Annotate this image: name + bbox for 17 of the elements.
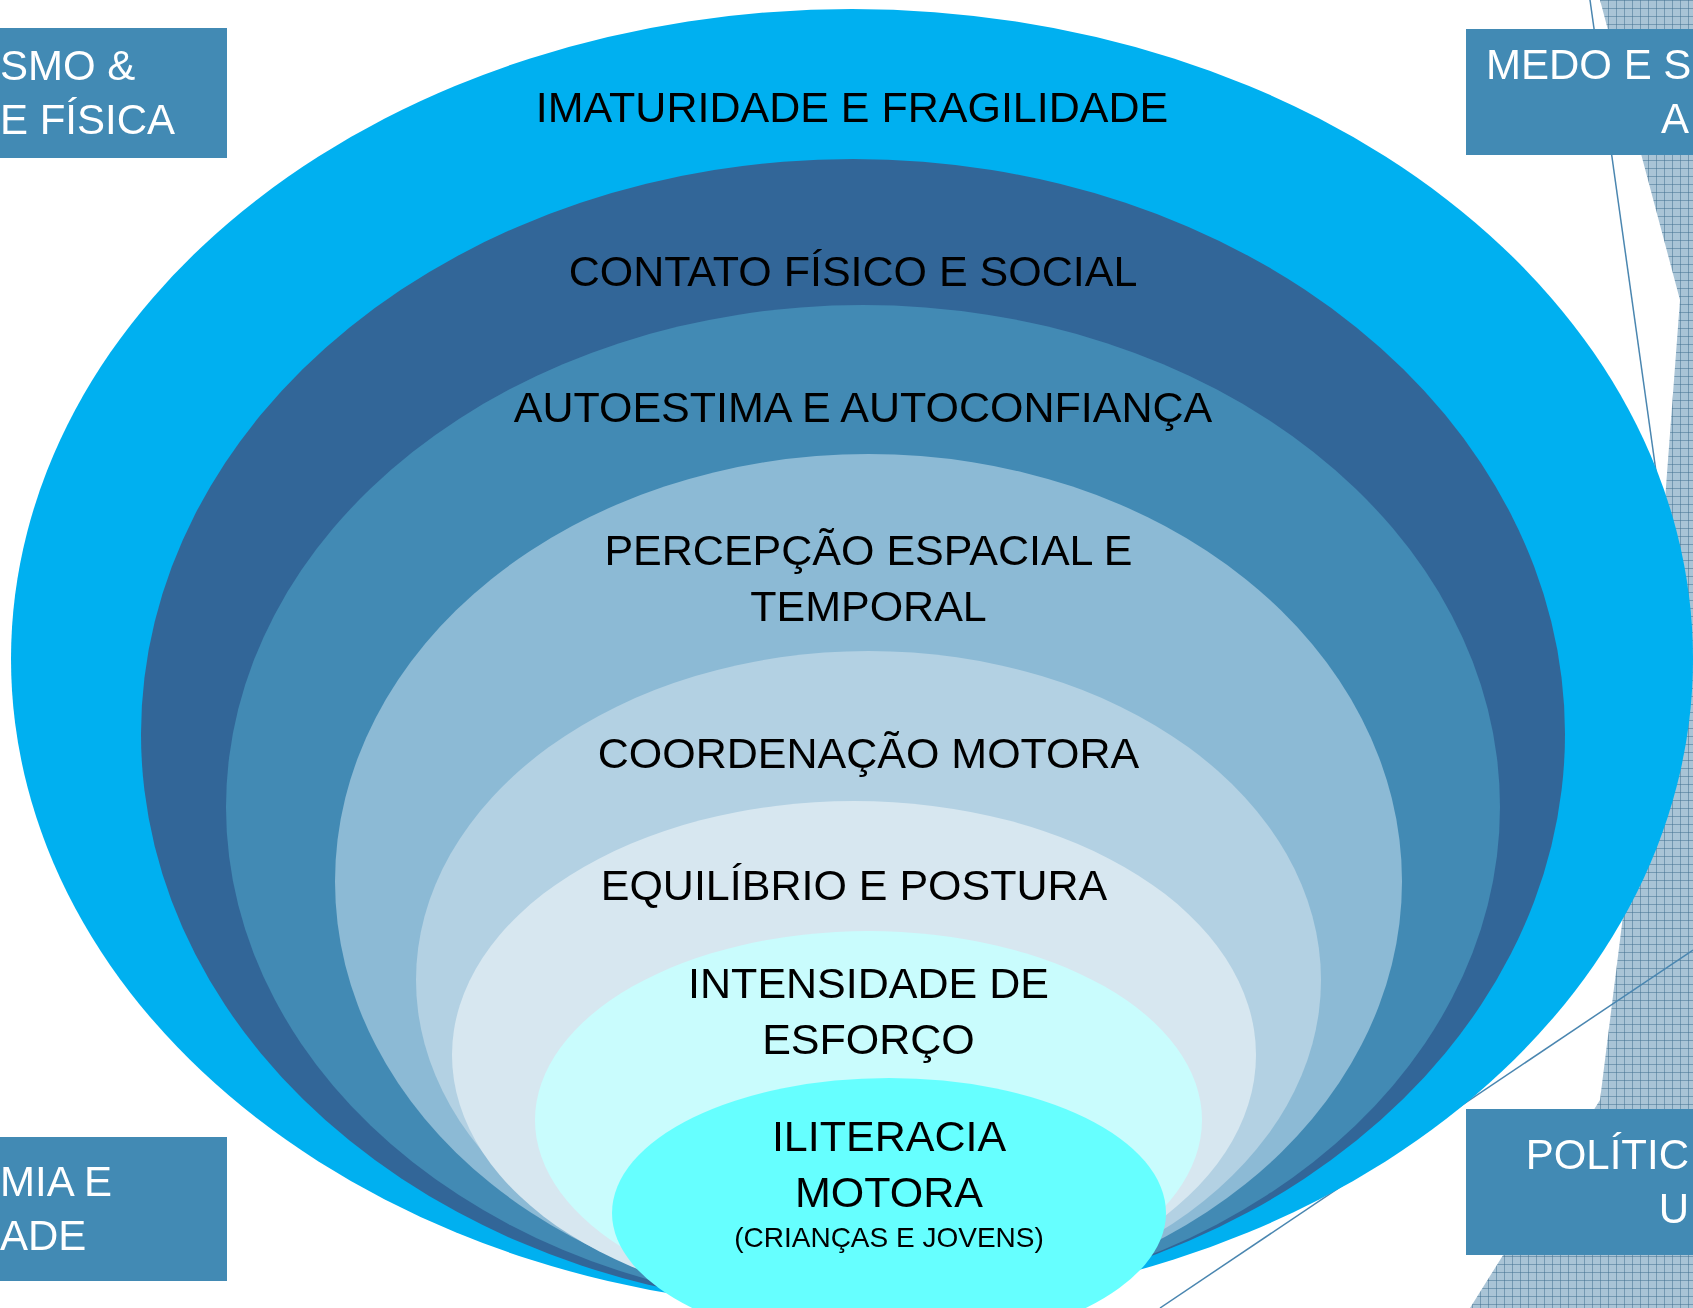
layer-title: CONTATO FÍSICO E SOCIAL — [568, 246, 1138, 297]
box-text: A — [1661, 94, 1690, 144]
layer-title: AUTOESTIMA E AUTOCONFIANÇA — [513, 382, 1213, 433]
layer-title: INTENSIDADE DE ESFORÇO — [687, 958, 1050, 1065]
box-text: MEDO E S — [1485, 40, 1692, 90]
layer-title: IMATURIDADE E FRAGILIDADE — [535, 82, 1169, 133]
box-text: U — [1658, 1184, 1690, 1234]
box-text: ADE — [0, 1211, 87, 1261]
layer-title: COORDENAÇÃO MOTORA — [597, 728, 1140, 779]
box-text: E FÍSICA — [0, 95, 176, 145]
layer-title: EQUILÍBRIO E POSTURA — [600, 860, 1108, 911]
box-text: MIA E — [0, 1157, 113, 1207]
layer-subtitle: (CRIANÇAS E JOVENS) — [734, 1221, 1044, 1255]
layer-title: PERCEPÇÃO ESPACIAL E TEMPORAL — [603, 525, 1134, 632]
box-text: POLÍTIC — [1525, 1130, 1690, 1180]
layer-title: ILITERACIA MOTORA — [770, 1111, 1008, 1218]
box-text: SMO & — [0, 41, 136, 91]
